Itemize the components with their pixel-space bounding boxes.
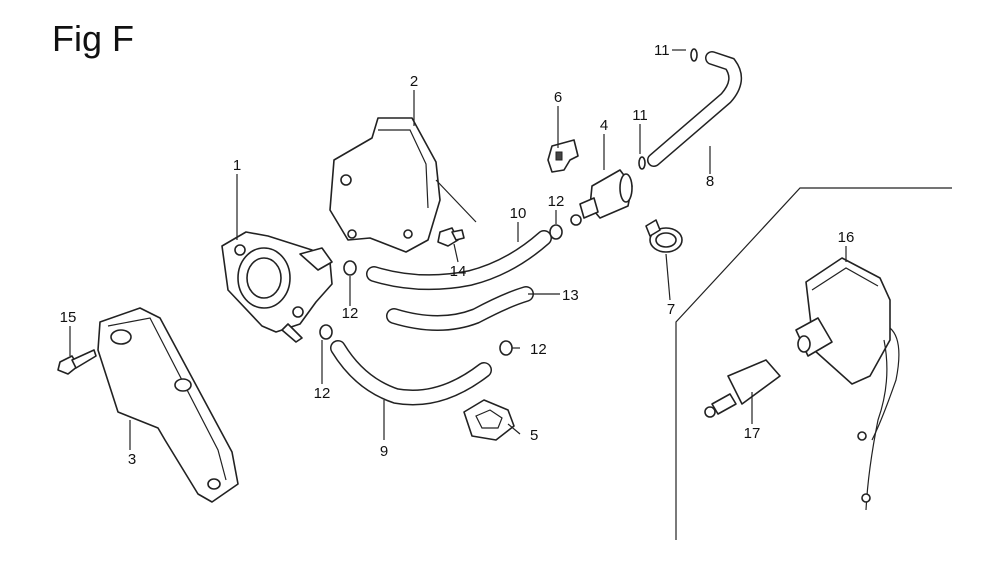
part-1-carburetor [221, 231, 333, 343]
part-12-clamp-b [549, 224, 563, 240]
part-13-hose [386, 286, 534, 331]
part-12-clamp-d [499, 340, 513, 356]
part-15-bolt [57, 349, 97, 375]
part-11-clamp-lower [638, 156, 646, 170]
callout-12-d: 12 [530, 341, 547, 358]
callout-6: 6 [554, 89, 562, 106]
part-2-cover-plate [329, 117, 441, 253]
section-divider [675, 187, 952, 540]
figure-title: Fig F [52, 18, 135, 59]
part-9-hose [330, 340, 492, 406]
callout-12-b: 12 [548, 193, 565, 210]
callout-11-upper: 11 [654, 42, 670, 59]
part-16-ignition-coil [795, 257, 900, 511]
callout-4: 4 [600, 117, 608, 134]
part-12-clamp-c [319, 324, 333, 340]
callout-10: 10 [510, 205, 527, 222]
callout-12-a: 12 [342, 305, 359, 322]
callout-2: 2 [410, 73, 418, 90]
callout-17: 17 [744, 425, 761, 442]
part-10-hose [366, 230, 552, 291]
callout-8: 8 [706, 173, 714, 190]
callout-14: 14 [450, 263, 467, 280]
part-11-clamp-upper [690, 48, 698, 62]
part-7-clamp [645, 219, 683, 253]
callout-1: 1 [233, 157, 241, 174]
callout-3: 3 [128, 451, 136, 468]
callout-5: 5 [530, 427, 538, 444]
part-6-clip [547, 139, 579, 173]
leader-lines [69, 49, 847, 450]
part-5-grommet [463, 399, 515, 441]
callout-11-lower: 11 [632, 107, 648, 124]
part-14-bolt [437, 227, 465, 247]
callout-13: 13 [562, 287, 579, 304]
callout-9: 9 [380, 443, 388, 460]
callout-12-c: 12 [314, 385, 331, 402]
part-12-clamp-a [343, 260, 357, 276]
callout-16: 16 [838, 229, 855, 246]
callouts: 1 2 3 4 5 6 7 8 9 10 11 11 12 12 12 12 1… [60, 42, 855, 468]
part-17-filter [704, 359, 781, 418]
part-4-valve [570, 169, 633, 226]
part-3-bracket [97, 307, 239, 503]
part-8-hose [647, 51, 743, 167]
callout-15: 15 [60, 309, 77, 326]
callout-7: 7 [667, 301, 675, 318]
